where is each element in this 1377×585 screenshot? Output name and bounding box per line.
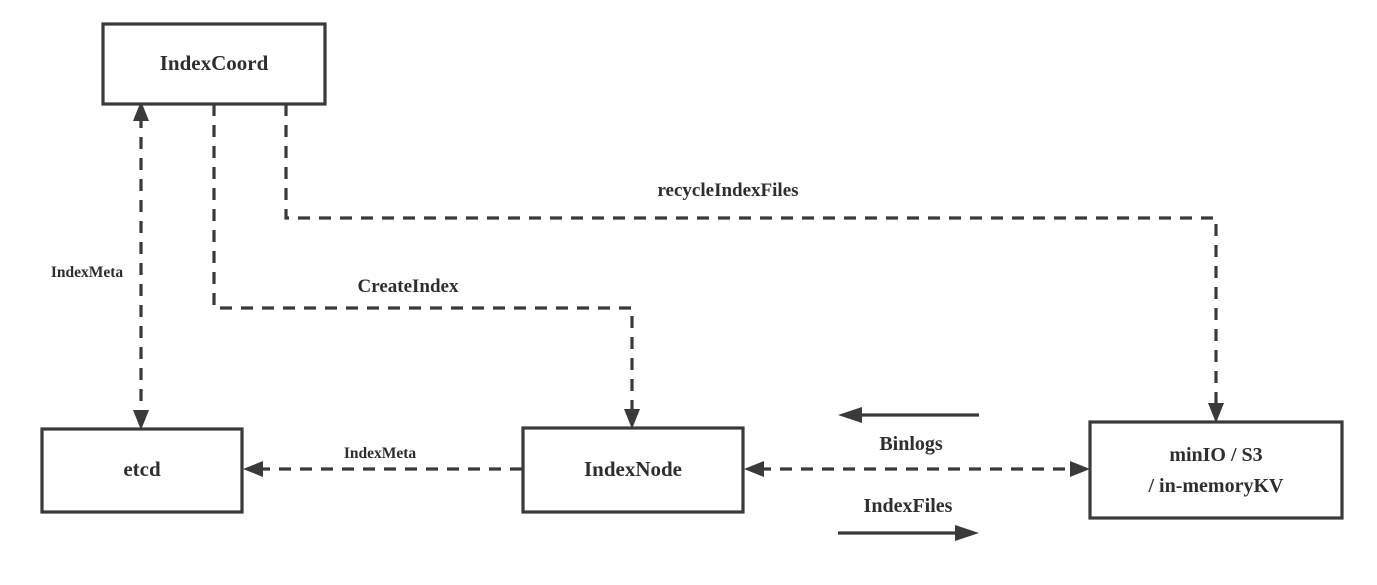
edge-indexcoord-minio-recycleindexfiles <box>284 104 1224 423</box>
edge-binlogs-arrow <box>838 407 979 423</box>
node-etcd-box[interactable] <box>40 427 244 514</box>
arrowhead-left-indexnode <box>744 461 764 477</box>
arrowhead-left-etcd <box>243 461 263 477</box>
node-etcd-label: etcd <box>123 457 161 481</box>
edge-label-indexmeta-horizontal: IndexMeta <box>344 445 417 462</box>
edge-indexfiles-arrow <box>838 525 979 541</box>
node-minio-label-line2: / in-memoryKV <box>1148 475 1285 497</box>
node-indexcoord-label: IndexCoord <box>160 51 269 75</box>
edge-line-recycleindexfiles <box>284 104 1218 410</box>
arrowhead-down-etcd <box>133 410 149 430</box>
arrowhead-down-indexnode <box>624 409 640 429</box>
node-indexnode-box[interactable] <box>521 426 745 514</box>
edge-label-binlogs: Binlogs <box>879 433 943 455</box>
edge-label-createindex: CreateIndex <box>358 276 459 297</box>
edge-label-recycleindexfiles: recycleIndexFiles <box>657 180 798 201</box>
arrowhead-up-indexcoord <box>133 101 149 121</box>
arrowhead-right-minio <box>1070 461 1090 477</box>
arrowhead-left-binlogs <box>838 407 862 423</box>
arrowhead-down-minio <box>1208 403 1224 423</box>
edge-indexcoord-etcd-indexmeta <box>133 101 149 430</box>
node-minio-box[interactable] <box>1088 420 1344 520</box>
edge-indexnode-minio <box>744 461 1090 477</box>
node-minio-label-line1: minIO / S3 <box>1169 444 1262 466</box>
node-indexnode-label: IndexNode <box>584 457 682 481</box>
edge-indexcoord-indexnode-createindex <box>212 104 640 429</box>
arrowhead-right-indexfiles <box>955 525 979 541</box>
node-indexcoord-box[interactable] <box>101 22 327 106</box>
edge-label-indexmeta-vertical: IndexMeta <box>51 264 124 281</box>
node-indexnode[interactable]: IndexNode <box>521 426 745 514</box>
node-indexcoord[interactable]: IndexCoord <box>101 22 327 106</box>
node-minio[interactable]: minIO / S3 / in-memoryKV <box>1088 420 1344 520</box>
edge-line-createindex <box>212 104 634 416</box>
node-etcd[interactable]: etcd <box>40 427 244 514</box>
edge-label-indexfiles: IndexFiles <box>864 495 953 517</box>
